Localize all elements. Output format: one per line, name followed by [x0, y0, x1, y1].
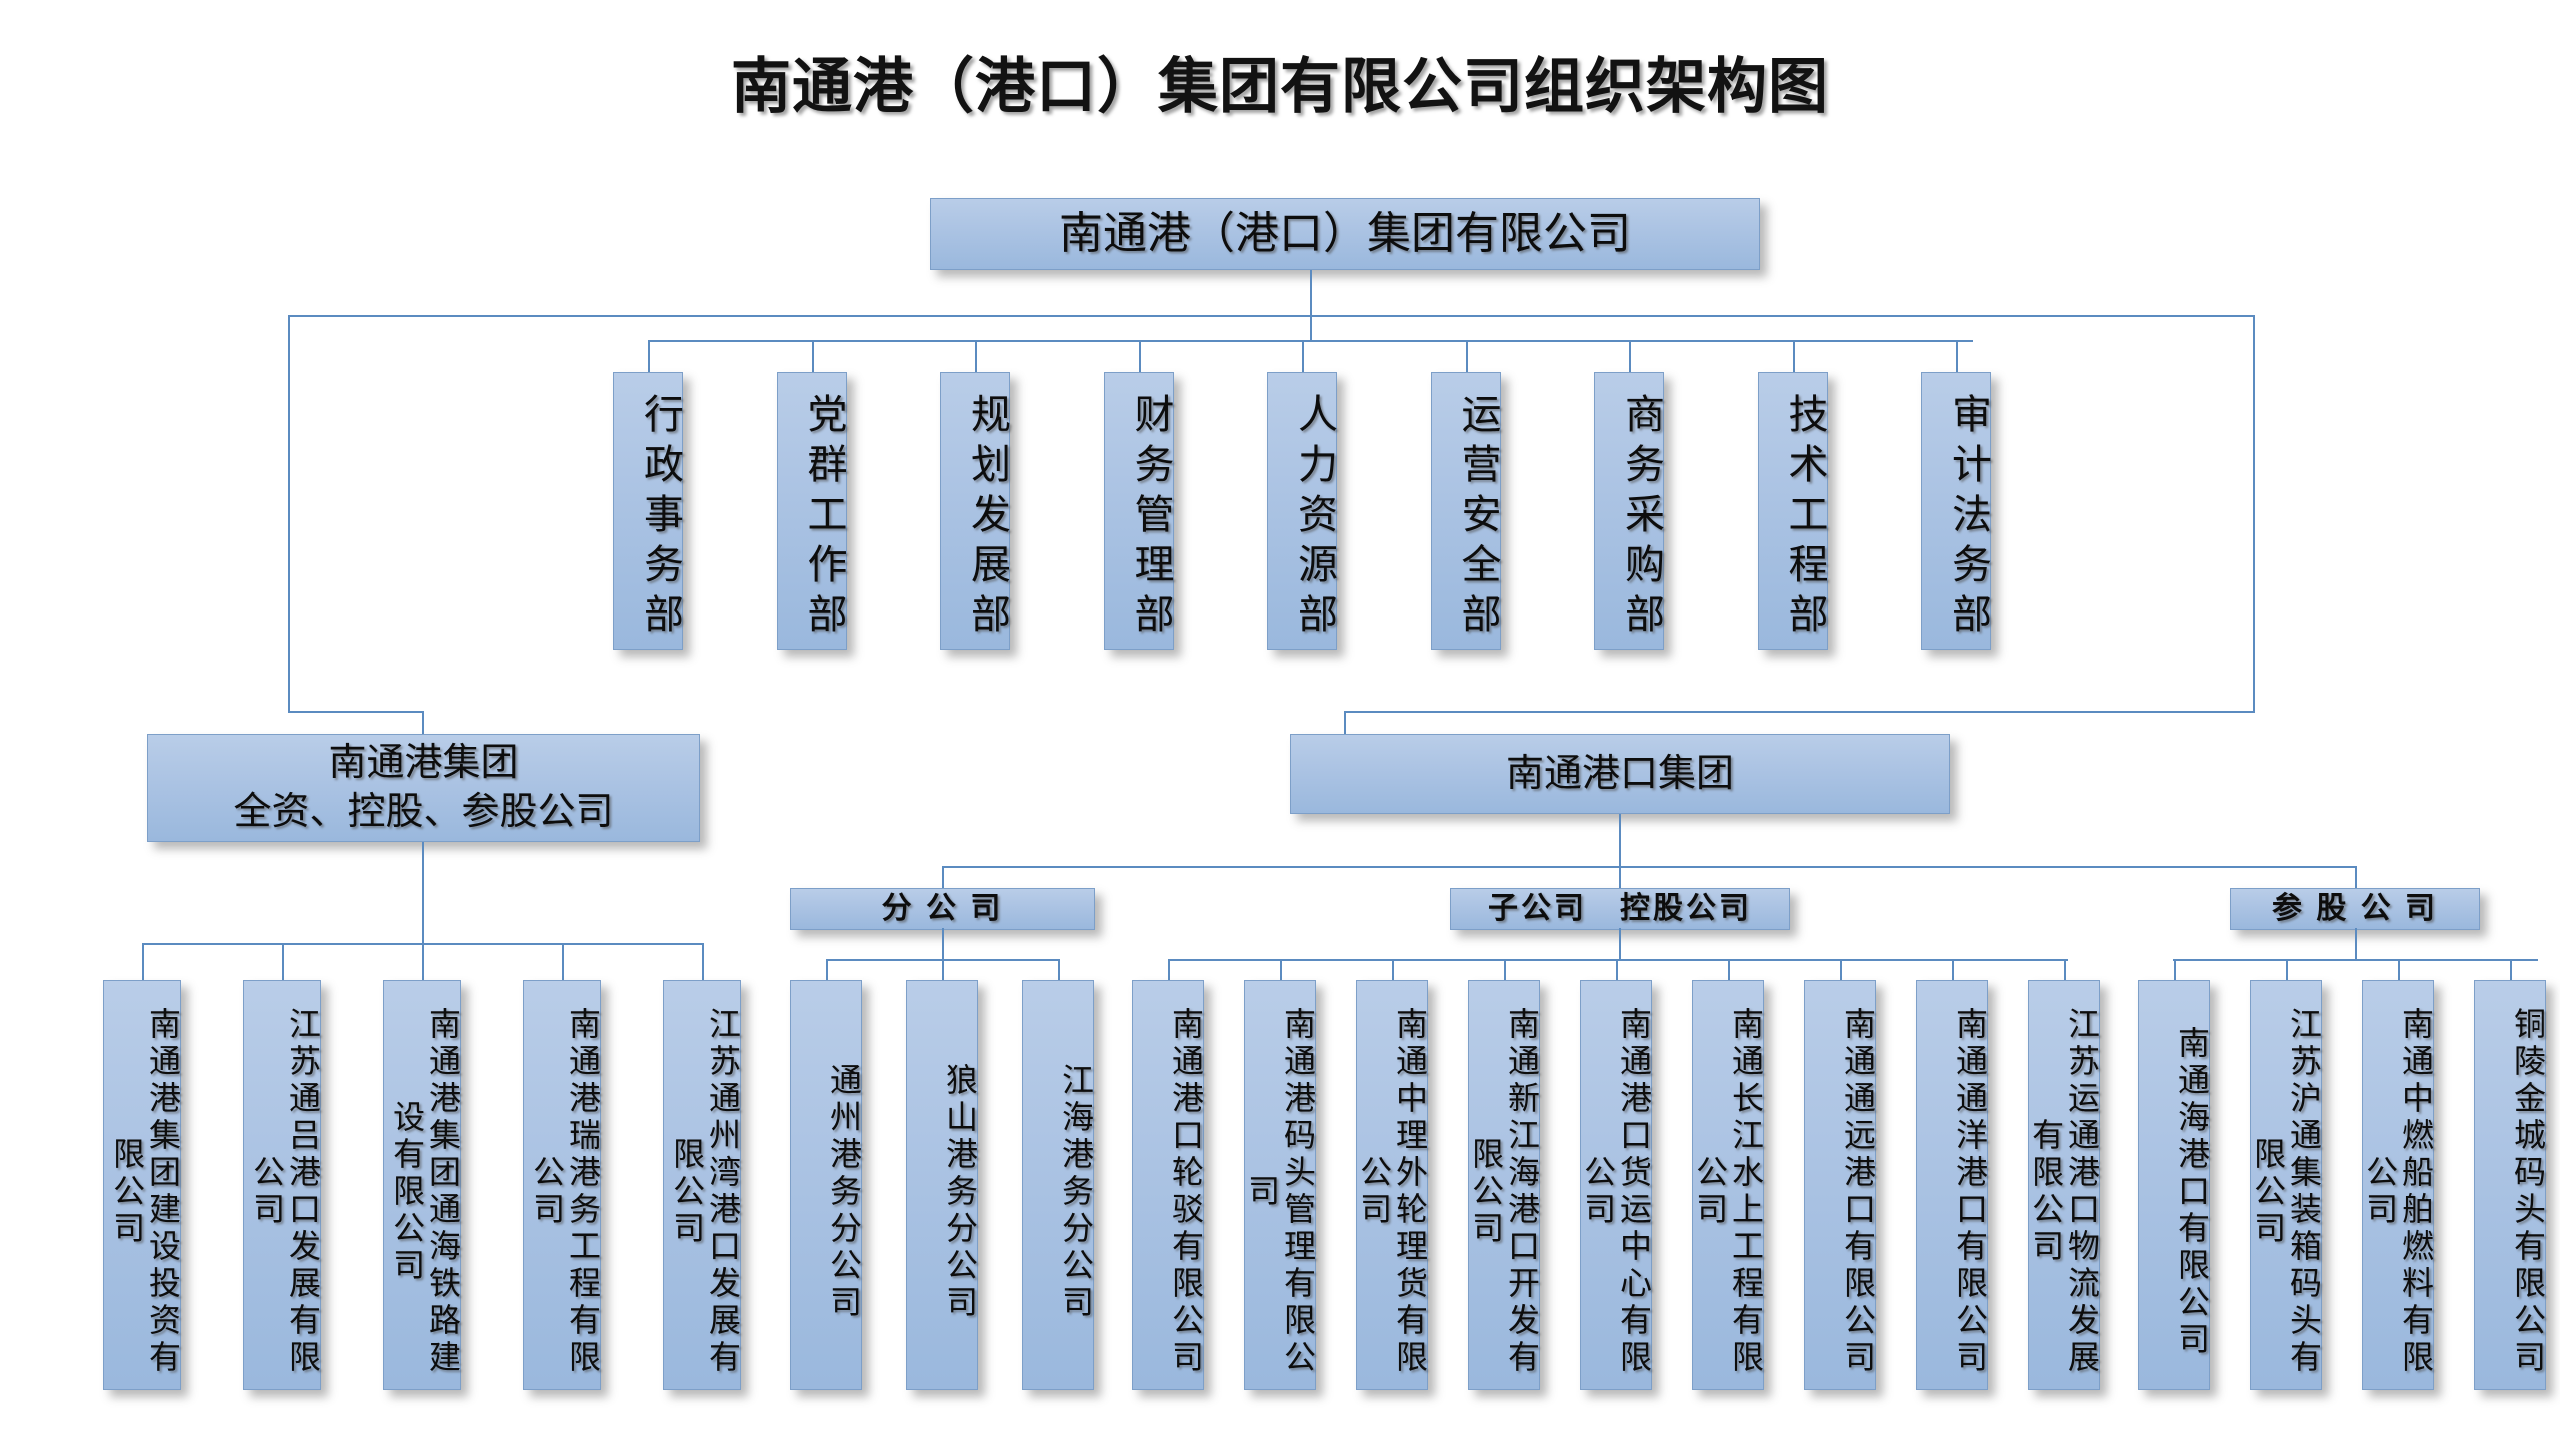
connector-branch-company-node-stem-1 [942, 959, 944, 980]
department-node-7[interactable]: 技术工程部 [1757, 372, 1828, 650]
connector-rightgroup-stem-down [1619, 814, 1621, 866]
connector-equity-bus [2173, 959, 2538, 961]
connector-dept-bus [648, 340, 1973, 342]
equity-company-node-2[interactable]: 南通中燃船舶燃料有限公司 [2362, 980, 2434, 1390]
department-node-1[interactable]: 党群工作部 [776, 372, 847, 650]
branch-company-node-2[interactable]: 江海港务分公司 [1022, 980, 1094, 1390]
connector-subsidiary-company-node-stem-2 [1392, 959, 1394, 980]
department-node-2[interactable]: 规划发展部 [940, 372, 1010, 650]
subsidiary-company-node-1[interactable]: 南通港码头管理有限公司 [1244, 980, 1316, 1390]
connector-category-stem-1 [1619, 866, 1621, 888]
connector-category-stem-0 [942, 866, 944, 888]
left-group-child-2[interactable]: 南通港集团通海铁路建设有限公司 [383, 980, 461, 1390]
root-node[interactable]: 南通港（港口）集团有限公司 [930, 198, 1760, 270]
connector-branch-stem [942, 928, 944, 959]
connector-subsidiary-company-node-stem-5 [1728, 959, 1730, 980]
connector-category-bus [942, 866, 2355, 868]
department-node-5[interactable]: 运营安全部 [1430, 372, 1501, 650]
connector-leftgroup-stem-2 [422, 943, 424, 980]
connector-dept-stem-8 [1956, 340, 1958, 372]
connector-dept-stem-3 [1138, 340, 1141, 372]
connector-subsidiary-company-node-stem-3 [1504, 959, 1506, 980]
connector-dept-stem-5 [1465, 340, 1468, 372]
connector-leftgroup-stem-down [422, 842, 424, 943]
connector-left-group-drop [288, 315, 290, 713]
branch-company-node-0[interactable]: 通州港务分公司 [790, 980, 862, 1390]
subsidiary-company-node-4[interactable]: 南通港口货运中心有限公司 [1580, 980, 1652, 1390]
connector-subsidiary-company-node-stem-0 [1168, 959, 1170, 980]
connector-right-group-elbow [1344, 711, 2255, 713]
connector-leftgroup-stem-0 [142, 943, 144, 980]
group-node-nantong-port-group[interactable]: 南通港集团 全资、控股、参股公司 [147, 734, 700, 842]
branch-company-node-1[interactable]: 狼山港务分公司 [906, 980, 978, 1390]
connector-subsidiary-company-node-stem-4 [1616, 959, 1618, 980]
connector-subsidiary-company-node-stem-1 [1280, 959, 1282, 980]
connector-leftgroup-stem-4 [702, 943, 704, 980]
connector-leftgroup-stem-3 [562, 943, 564, 980]
connector-equity-company-node-stem-2 [2398, 959, 2400, 980]
equity-company-node-1[interactable]: 江苏沪通集装箱码头有限公司 [2250, 980, 2322, 1390]
department-node-4[interactable]: 人力资源部 [1267, 372, 1337, 650]
subsidiary-company-node-2[interactable]: 南通中理外轮理货有限公司 [1356, 980, 1428, 1390]
connector-subsidiary-company-node-stem-7 [1952, 959, 1954, 980]
subsidiary-company-node-0[interactable]: 南通港口轮驳有限公司 [1132, 980, 1204, 1390]
category-node-2[interactable]: 参 股 公 司 [2230, 888, 2480, 930]
subsidiary-company-node-6[interactable]: 南通通远港口有限公司 [1804, 980, 1876, 1390]
connector-dept-stem-1 [811, 340, 814, 372]
connector-dept-stem-6 [1629, 340, 1631, 372]
category-node-0[interactable]: 分 公 司 [790, 888, 1095, 930]
left-group-child-3[interactable]: 南通港瑞港务工程有限公司 [523, 980, 601, 1390]
connector-wide-bus [288, 315, 2255, 317]
connector-dept-stem-main [1310, 315, 1312, 340]
subsidiary-company-node-5[interactable]: 南通长江水上工程有限公司 [1692, 980, 1764, 1390]
connector-dept-stem-4 [1302, 340, 1304, 372]
connector-left-group-stem [422, 711, 424, 734]
equity-company-node-0[interactable]: 南通海港口有限公司 [2138, 980, 2210, 1390]
category-node-1[interactable]: 子公司 控股公司 [1450, 888, 1790, 930]
connector-dept-stem-0 [648, 340, 650, 372]
connector-category-stem-2 [2355, 866, 2357, 888]
group-node-nantong-harbour-group[interactable]: 南通港口集团 [1290, 734, 1950, 814]
equity-company-node-3[interactable]: 铜陵金城码头有限公司 [2474, 980, 2546, 1390]
connector-leftgroup-stem-1 [282, 943, 284, 980]
group-subtitle: 全资、控股、参股公司 [233, 791, 614, 833]
connector-root-stem [1310, 270, 1312, 315]
page-title: 南通港（港口）集团有限公司组织架构图 [731, 53, 1829, 120]
subsidiary-company-node-8[interactable]: 江苏运通港口物流发展有限公司 [2028, 980, 2100, 1390]
connector-dept-stem-2 [975, 340, 977, 372]
left-group-child-1[interactable]: 江苏通吕港口发展有限公司 [243, 980, 321, 1390]
connector-equity-company-node-stem-3 [2510, 959, 2512, 980]
group-title: 南通港集团 [328, 742, 519, 785]
connector-subsidiary-company-node-stem-8 [2064, 959, 2066, 980]
connector-subsidiary-company-node-stem-6 [1840, 959, 1842, 980]
connector-subsidiary-bus [1168, 959, 2068, 961]
connector-equity-stem [2355, 928, 2357, 959]
department-node-0[interactable]: 行政事务部 [613, 372, 683, 650]
connector-dept-stem-7 [1792, 340, 1795, 372]
left-group-child-4[interactable]: 江苏通州湾港口发展有限公司 [663, 980, 741, 1390]
subsidiary-company-node-3[interactable]: 南通新江海港口开发有限公司 [1468, 980, 1540, 1390]
connector-branch-company-node-stem-0 [826, 959, 828, 980]
connector-right-group-stem [1344, 711, 1346, 734]
left-group-child-0[interactable]: 南通港集团建设投资有限公司 [103, 980, 181, 1390]
group-title: 南通港口集团 [1505, 752, 1734, 795]
department-node-3[interactable]: 财务管理部 [1103, 372, 1174, 650]
connector-branch-company-node-stem-2 [1058, 959, 1060, 980]
department-node-8[interactable]: 审计法务部 [1921, 372, 1991, 650]
connector-equity-company-node-stem-0 [2174, 959, 2176, 980]
department-node-6[interactable]: 商务采购部 [1594, 372, 1664, 650]
connector-subsidiary-stem [1619, 928, 1621, 959]
connector-right-group-drop [2253, 315, 2255, 713]
connector-left-group-elbow [288, 711, 424, 713]
subsidiary-company-node-7[interactable]: 南通通洋港口有限公司 [1916, 980, 1988, 1390]
connector-equity-company-node-stem-1 [2286, 959, 2288, 980]
